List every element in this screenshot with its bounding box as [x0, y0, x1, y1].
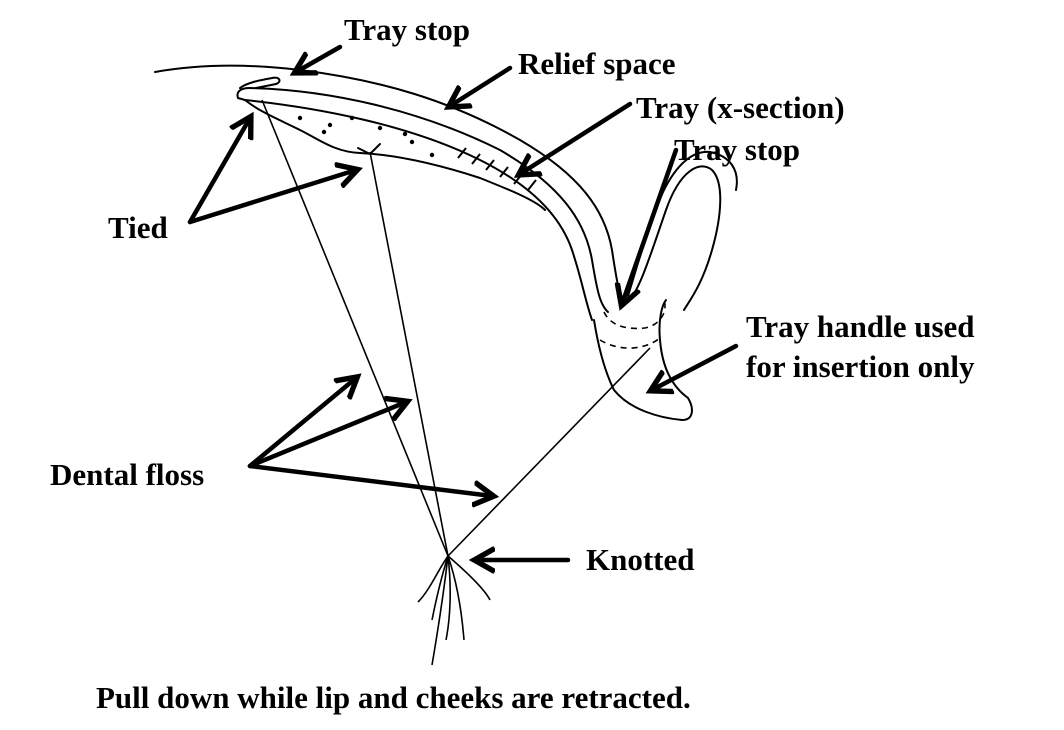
arrow-tray-stop-right — [622, 147, 679, 304]
arrow-floss-1 — [247, 378, 356, 469]
label-knotted: Knotted — [586, 542, 695, 577]
label-tray-handle-line1: Tray handle used — [746, 309, 975, 344]
label-tray-stop-top: Tray stop — [344, 12, 470, 47]
arrow-tied-2 — [187, 170, 356, 225]
caption: Pull down while lip and cheeks are retra… — [96, 680, 691, 715]
arrow-floss-2 — [247, 402, 406, 469]
tray-handle-dashed — [603, 299, 666, 330]
palate-outline — [154, 64, 629, 303]
dental-floss-lines — [261, 99, 651, 557]
arrow-tray-stop-top — [296, 44, 343, 72]
impression-material-edge — [244, 99, 546, 211]
lip-fold-inner — [627, 150, 738, 297]
lip-fold — [627, 165, 722, 311]
tray-handle-dashed-2 — [599, 337, 661, 349]
arrow-tray-xsection — [520, 101, 633, 174]
label-tray-handle-line2: for insertion only — [746, 349, 975, 384]
arrow-tied-1 — [187, 118, 250, 225]
label-dental-floss: Dental floss — [50, 457, 204, 492]
arrow-relief-space — [450, 65, 513, 106]
tray-inner-surface — [244, 99, 593, 321]
tray-stop-top-shape — [236, 76, 281, 101]
tray-handle-shape — [593, 299, 693, 421]
label-tray-xsection: Tray (x-section) — [636, 90, 845, 125]
label-tied: Tied — [108, 210, 168, 245]
floss-knot-ends — [417, 555, 491, 666]
label-tray-stop-right: Tray stop — [674, 132, 800, 167]
label-relief-space: Relief space — [518, 46, 676, 81]
relief-dots — [297, 115, 435, 158]
relief-space-boundary — [249, 87, 609, 313]
arrow-floss-3 — [247, 463, 492, 496]
arrow-tray-handle — [652, 343, 739, 390]
